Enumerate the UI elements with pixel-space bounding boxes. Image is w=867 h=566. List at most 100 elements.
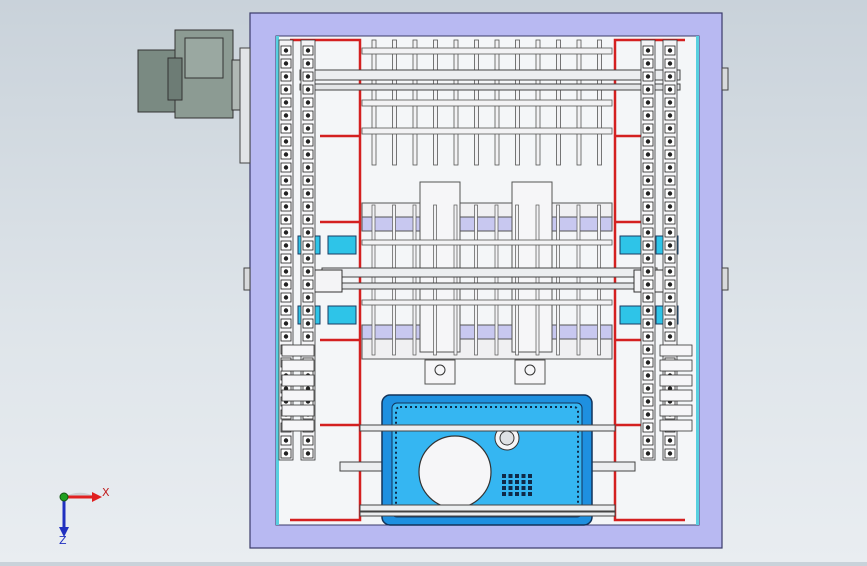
tray-shaft-3: [359, 511, 616, 517]
chain-pin: [645, 74, 651, 79]
middle-tine: [494, 204, 499, 356]
lower-stack-right: [659, 344, 693, 357]
middle-tine: [371, 204, 376, 356]
chain-pin: [645, 373, 651, 378]
chain-pin: [283, 100, 289, 105]
grille-hole: [515, 486, 519, 490]
chain-pin: [305, 438, 311, 443]
chain-pin: [667, 126, 673, 131]
chain-pin: [667, 295, 673, 300]
chain-pin: [283, 308, 289, 313]
chain-pin: [645, 451, 651, 456]
middle-tine: [433, 204, 437, 356]
chain-pin: [305, 100, 311, 105]
chain-pin: [305, 61, 311, 66]
axis-triad: [59, 492, 102, 537]
chain-pin: [667, 308, 673, 313]
chain-pin: [645, 256, 651, 261]
middle-bar: [361, 299, 613, 306]
right-side-stud-2: [721, 267, 729, 291]
chain-pin: [667, 230, 673, 235]
chain-pin: [305, 256, 311, 261]
grille-hole: [515, 492, 519, 496]
chain-pin: [645, 165, 651, 170]
chain-pin: [283, 204, 289, 209]
chain-pin: [283, 321, 289, 326]
chain-pin: [667, 217, 673, 222]
chain-pin: [283, 165, 289, 170]
chain-pin: [667, 438, 673, 443]
chain-pin: [667, 100, 673, 105]
lower-stack-left: [281, 359, 315, 372]
chain-pin: [667, 256, 673, 261]
lower-stack-left: [281, 419, 315, 432]
chain-pin: [305, 451, 311, 456]
chain-pin: [667, 48, 673, 53]
chain-pin: [667, 165, 673, 170]
chain-pin: [667, 321, 673, 326]
chain-pin: [645, 48, 651, 53]
chain-pin: [667, 178, 673, 183]
inner-left-cyan-edge: [276, 36, 279, 525]
upper-bar: [361, 47, 613, 55]
chain-pin: [283, 334, 289, 339]
gear-motor: [137, 29, 251, 164]
chain-pin: [645, 152, 651, 157]
grille-hole: [528, 474, 532, 478]
chain-pin: [645, 321, 651, 326]
chain-pin: [283, 230, 289, 235]
tray-shaft-2: [359, 504, 616, 512]
chain-pin: [645, 87, 651, 92]
grille-hole: [502, 486, 506, 490]
chain-pin: [283, 438, 289, 443]
chain-pin: [305, 152, 311, 157]
grille-hole: [528, 480, 532, 484]
chain-pin: [283, 386, 289, 391]
chain-pin: [305, 165, 311, 170]
axis-x-label: X: [102, 486, 110, 499]
lower-stack-right: [659, 359, 693, 372]
chain-pin: [645, 347, 651, 352]
upper-bar: [361, 99, 613, 107]
left-side-stud: [243, 267, 251, 291]
chain-pin: [645, 334, 651, 339]
chain-pin: [645, 425, 651, 430]
upper-bar: [361, 127, 613, 135]
chain-pin: [305, 178, 311, 183]
chain-pin: [667, 87, 673, 92]
chain-pin: [645, 217, 651, 222]
chain-pin: [667, 269, 673, 274]
chain-pin: [305, 74, 311, 79]
grille-hole: [508, 486, 513, 490]
middle-tine: [412, 204, 417, 356]
grille-hole: [521, 474, 526, 478]
lower-stack-right: [659, 374, 693, 387]
lower-stack-right: [659, 389, 693, 402]
chain-pin: [645, 438, 651, 443]
chain-pin: [305, 217, 311, 222]
chain-pin: [305, 48, 311, 53]
chain-pin: [283, 217, 289, 222]
tray-grille: [502, 474, 532, 496]
middle-tine: [597, 204, 601, 356]
chain-pin: [283, 191, 289, 196]
chain-pin: [283, 243, 289, 248]
chain-pin: [645, 126, 651, 131]
chain-pin: [667, 74, 673, 79]
chain-pin: [305, 386, 311, 391]
chain-pin: [645, 399, 651, 404]
chain-pin: [283, 282, 289, 287]
chain-pin: [305, 204, 311, 209]
chain-pin: [667, 386, 673, 391]
chain-pin: [283, 113, 289, 118]
grille-hole: [508, 474, 513, 478]
lower-side-stacks: [281, 344, 693, 432]
middle-tine: [515, 204, 519, 356]
chain-pin: [645, 139, 651, 144]
chain-pin: [305, 334, 311, 339]
grille-hole: [515, 474, 519, 478]
chain-pin: [667, 204, 673, 209]
middle-tine: [576, 204, 581, 356]
chain-pin: [667, 139, 673, 144]
